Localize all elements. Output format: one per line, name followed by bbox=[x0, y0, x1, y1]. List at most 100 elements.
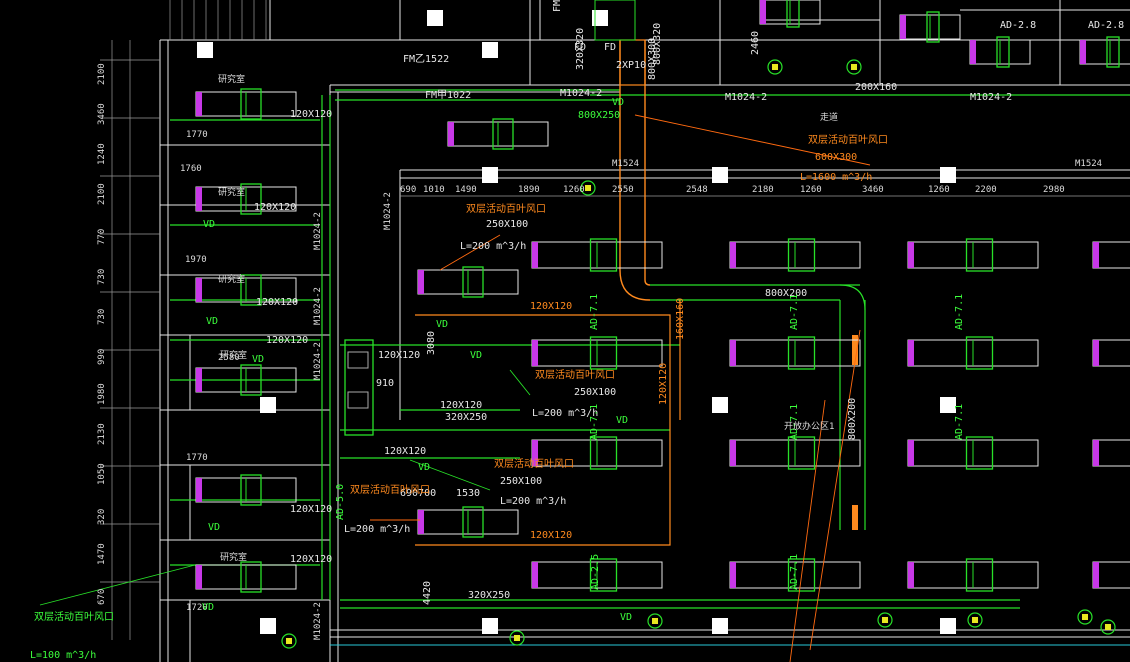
duct-size-label: 320X250 bbox=[468, 590, 510, 601]
dim-label: 1970 bbox=[185, 255, 207, 265]
vd-label: VD bbox=[206, 316, 218, 327]
fcu-end bbox=[908, 440, 914, 466]
dim-label: 1760 bbox=[180, 164, 202, 174]
diffuser-marker bbox=[1100, 619, 1116, 635]
top-label: FM甲0622 bbox=[552, 0, 563, 12]
diffuser-core bbox=[1105, 624, 1111, 630]
fcu-end bbox=[760, 0, 766, 24]
ad-label: AD-7.1 bbox=[954, 294, 965, 330]
door-label: M1524 bbox=[612, 159, 639, 169]
dim-label: 3460 bbox=[862, 185, 884, 195]
airflow-label: L=100 m^3/h bbox=[30, 650, 96, 661]
vd-label: VD bbox=[208, 522, 220, 533]
top-label: 320X320 bbox=[575, 28, 586, 70]
grid-column bbox=[940, 618, 956, 634]
airflow-label: L=200 m^3/h bbox=[532, 408, 598, 419]
fan-coil-unit bbox=[899, 11, 961, 43]
vd-label: VD bbox=[436, 319, 448, 330]
diffuser-marker bbox=[877, 612, 893, 628]
airflow-label: L=1600 m^3/h bbox=[800, 172, 872, 183]
diffuser-core bbox=[882, 617, 888, 623]
fcu-end bbox=[908, 242, 914, 268]
diffuser-marker bbox=[846, 59, 862, 75]
room-label: 研究室 bbox=[218, 73, 245, 85]
dim-label: 2200 bbox=[975, 185, 997, 195]
fan-coil-unit bbox=[729, 436, 861, 470]
fcu-box bbox=[965, 558, 994, 592]
duct-size-label: 120X120 bbox=[266, 335, 308, 346]
fan-coil-unit bbox=[417, 266, 519, 298]
dim-label: 990 bbox=[97, 349, 107, 365]
fcu-end bbox=[418, 510, 424, 534]
grid-column bbox=[940, 167, 956, 183]
door-label: M1024-2 bbox=[383, 192, 393, 230]
duct-size-label: 250X100 bbox=[574, 387, 616, 398]
fcu-box bbox=[240, 364, 262, 396]
dim-label: 730 bbox=[97, 309, 107, 325]
dim-label: 1890 bbox=[518, 185, 540, 195]
fcu-end bbox=[196, 187, 202, 211]
fcu-end bbox=[730, 440, 736, 466]
duct-size-label: 320X250 bbox=[445, 412, 487, 423]
fan-coil-layer bbox=[195, 0, 1130, 649]
ad-label: AD-7.1 bbox=[589, 404, 600, 440]
duct-size-label: 690700 bbox=[400, 488, 436, 499]
vd-label: VD bbox=[620, 612, 632, 623]
ad-label: AD-7.1 bbox=[789, 404, 800, 440]
room-label: 研究室 bbox=[220, 551, 247, 563]
top-label: AD-2.8 bbox=[1000, 20, 1036, 31]
duct-size-label: 120X120 bbox=[254, 202, 296, 213]
leader-line bbox=[409, 459, 491, 491]
ad-label: AD-2.5 bbox=[590, 554, 601, 590]
fan-coil-unit bbox=[1092, 561, 1130, 589]
room-label: 研究室 bbox=[218, 273, 245, 285]
door-label: M1524 bbox=[1075, 159, 1102, 169]
diffuser-core bbox=[652, 618, 658, 624]
fan-coil-unit bbox=[531, 238, 663, 272]
diffuser-core bbox=[1082, 614, 1088, 620]
door-label: M1024-2 bbox=[313, 212, 323, 250]
airflow-label: L=200 m^3/h bbox=[500, 496, 566, 507]
fcu-end bbox=[532, 440, 538, 466]
fcu-end bbox=[196, 92, 202, 116]
dim-label: 1260 bbox=[800, 185, 822, 195]
dim-label: 3460 bbox=[97, 103, 107, 125]
dim-label: 1980 bbox=[97, 383, 107, 405]
fan-coil-unit bbox=[907, 558, 1039, 592]
dim-label: 2180 bbox=[752, 185, 774, 195]
fan-coil-unit bbox=[195, 274, 297, 306]
grid-column bbox=[592, 10, 608, 26]
ahu-coil bbox=[347, 391, 369, 409]
fcu-box bbox=[787, 238, 816, 272]
fcu-end bbox=[532, 340, 538, 366]
fcu-end bbox=[900, 15, 906, 39]
annotation-layer: FM乙1522FM甲0622FDFD2XP10800X3202460320X32… bbox=[30, 0, 1124, 661]
grid-column bbox=[427, 10, 443, 26]
fcu-end bbox=[1080, 40, 1086, 64]
top-label: 200X160 bbox=[855, 82, 897, 93]
duct-size-label: 120X120 bbox=[440, 400, 482, 411]
door-label: M1024-2 bbox=[313, 602, 323, 640]
fcu-end bbox=[532, 242, 538, 268]
grid-column bbox=[482, 42, 498, 58]
ahu bbox=[344, 339, 374, 436]
duct-size-label: 120X120 bbox=[290, 109, 332, 120]
fcu-box bbox=[589, 238, 618, 272]
fcu-end bbox=[1093, 340, 1099, 366]
dim-label: 320 bbox=[97, 509, 107, 525]
grid-column bbox=[260, 618, 276, 634]
fcu-box bbox=[1106, 36, 1120, 68]
top-label: FD bbox=[574, 42, 586, 53]
diffuser-marker bbox=[1077, 609, 1093, 625]
duct-size-label: 120X120 bbox=[530, 530, 572, 541]
dim-label: 730 bbox=[97, 269, 107, 285]
duct-size-label: 4420 bbox=[422, 581, 433, 605]
grid-column bbox=[482, 167, 498, 183]
dim-label: 2980 bbox=[1043, 185, 1065, 195]
fan-coil-unit bbox=[531, 436, 663, 470]
airflow-label: L=200 m^3/h bbox=[460, 241, 526, 252]
room-label: 研究室 bbox=[220, 349, 247, 361]
fan-coil-unit bbox=[195, 183, 297, 215]
duct-line bbox=[619, 40, 651, 301]
